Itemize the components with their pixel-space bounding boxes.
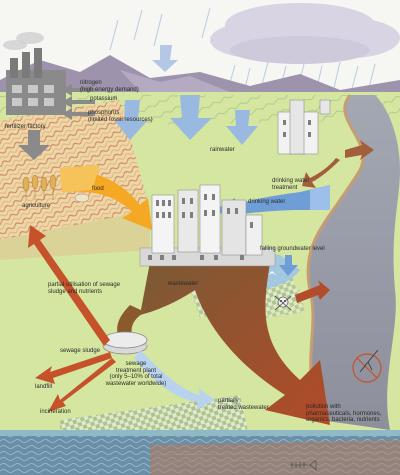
bread-icon bbox=[74, 193, 90, 203]
mountains bbox=[0, 55, 400, 100]
drinking-water-treatment-plant bbox=[277, 99, 331, 155]
rainwater-arrow bbox=[170, 95, 212, 140]
city-buildings bbox=[139, 184, 276, 267]
cloud bbox=[210, 3, 400, 64]
partially-treated-arrow bbox=[134, 350, 215, 410]
polluted-sea bbox=[150, 440, 400, 475]
label-partial-utilisation: partial utilisation of sewage sludge and… bbox=[48, 282, 121, 295]
skull-hazard-icon bbox=[274, 295, 292, 311]
label-fertilizer-factory: fertilizer factory bbox=[5, 124, 46, 130]
sludge-to-landfill-arrow bbox=[35, 352, 112, 384]
label-partially-treated: partially treated wastewater bbox=[218, 398, 269, 411]
label-potassium: potassium bbox=[90, 96, 118, 102]
no-fishing-icon bbox=[352, 349, 382, 383]
river-outflow-arrow bbox=[345, 140, 374, 160]
label-rainwater: rainwater bbox=[210, 147, 235, 153]
label-drinking-water: drinking water bbox=[248, 199, 286, 205]
label-drinking-water-treatment: drinking water treatment bbox=[272, 178, 310, 191]
label-falling-groundwater: falling groundwater level bbox=[260, 246, 325, 252]
label-sewage-treatment-plant: sewage treatment plant (only 5–10% of to… bbox=[105, 361, 167, 387]
label-phosphorus: phosphorus (limited fossil resources) bbox=[88, 110, 153, 123]
label-agriculture: agriculture bbox=[22, 203, 51, 209]
label-nitrogen: nitrogen (high energy demand) bbox=[80, 80, 139, 93]
sludge-to-incineration-arrow bbox=[48, 358, 116, 412]
label-food: food bbox=[92, 186, 104, 192]
label-landfill: landfill bbox=[35, 384, 53, 390]
label-wastewater: wastewater bbox=[168, 281, 199, 287]
label-sewage-sludge: sewage sludge bbox=[60, 348, 101, 354]
wheat-icon bbox=[22, 174, 57, 200]
label-pollution: pollution with pharmaceuticals, hormones… bbox=[306, 404, 382, 423]
sludge-to-agriculture-arrow bbox=[28, 225, 110, 346]
wastewater-arrow bbox=[140, 262, 330, 425]
river bbox=[308, 95, 400, 430]
fertilizer-factory bbox=[3, 32, 66, 115]
fish-skeleton-icon bbox=[290, 459, 317, 471]
label-incineration: incineration bbox=[40, 409, 71, 415]
sewage-treatment-plant bbox=[102, 331, 148, 355]
